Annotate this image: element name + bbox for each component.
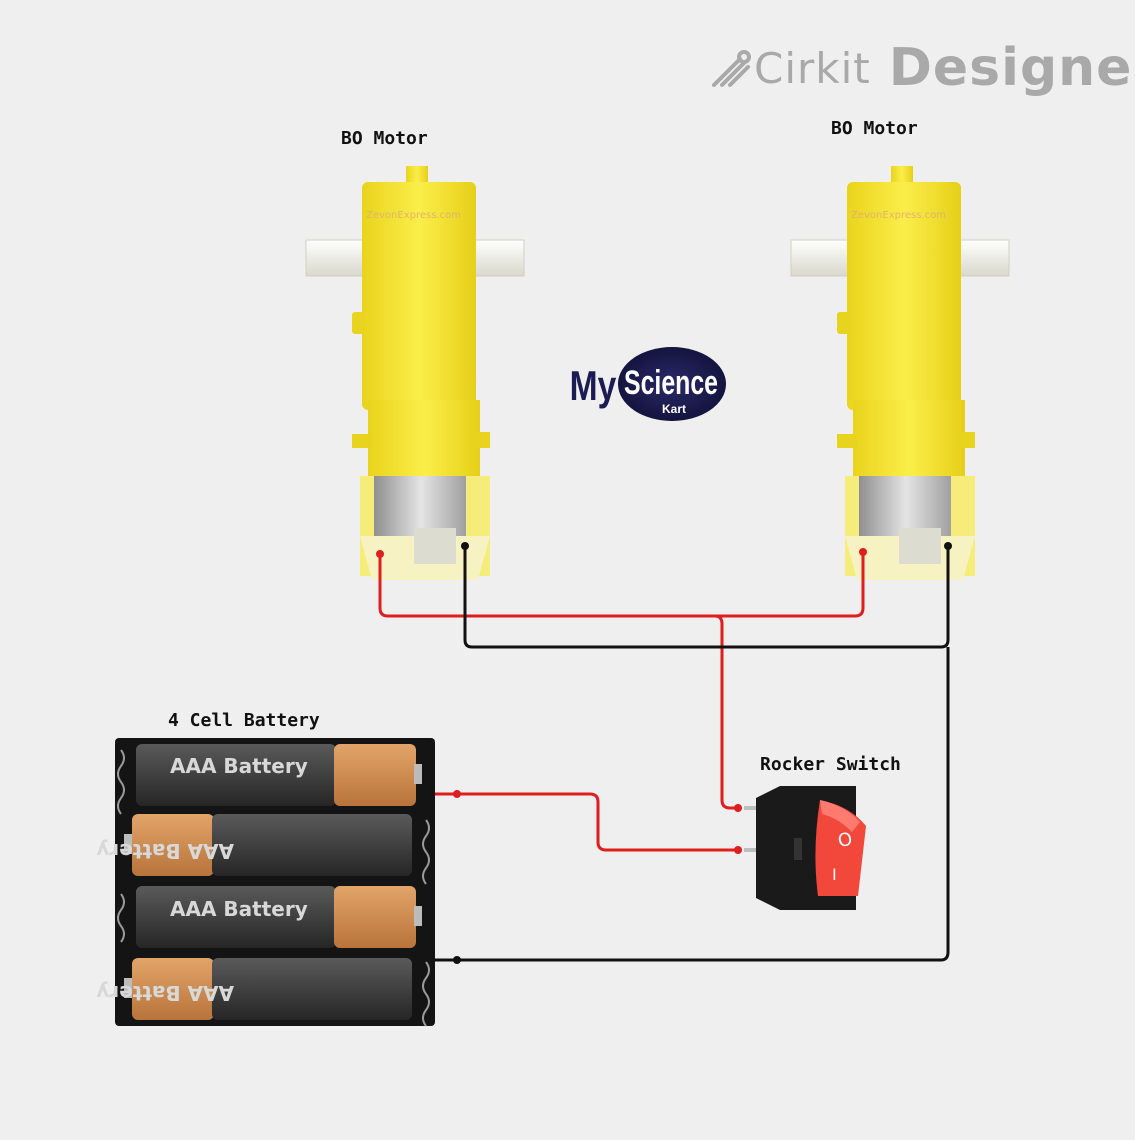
cirkit-logo-icon	[712, 50, 751, 87]
battery-cell-1: AAA Battery	[136, 744, 422, 806]
motor-left-label: BO Motor	[341, 128, 428, 149]
switch-on-mark: O	[836, 829, 854, 852]
battery-cell-2-label: AAA Battery	[96, 839, 234, 863]
logo-science: Science	[624, 364, 718, 402]
brand-name-part1: Cirkit	[754, 43, 871, 93]
cirkit-designer-brand: Cirkit Designer	[708, 36, 1135, 100]
bo-motor-left: ZevonExpress.com	[305, 166, 525, 580]
battery-pack: AAA Battery AAA Battery AAA Battery AAA …	[96, 738, 461, 1027]
battery-cell-3: AAA Battery	[136, 886, 422, 948]
myscience-kart-logo: My Science Kart	[570, 347, 726, 421]
wire-black-motors	[463, 546, 950, 649]
battery-cell-1-label: AAA Battery	[170, 754, 308, 778]
logo-kart: Kart	[662, 402, 686, 416]
wire-red-battery	[435, 792, 738, 852]
bo-motor-right: ZevonExpress.com	[790, 166, 1010, 580]
switch-off-mark: I	[832, 865, 837, 884]
motor-right-watermark: ZevonExpress.com	[851, 210, 946, 221]
motor-left-watermark: ZevonExpress.com	[366, 210, 461, 221]
switch-label: Rocker Switch	[760, 754, 901, 775]
wires	[378, 546, 950, 962]
logo-my: My	[570, 364, 617, 410]
battery-cell-3-label: AAA Battery	[170, 897, 308, 921]
battery-cell-4-label: AAA Battery	[96, 981, 234, 1005]
wire-red-motors	[378, 552, 865, 618]
battery-label: 4 Cell Battery	[168, 710, 320, 731]
brand-name-part2: Designer	[888, 38, 1135, 98]
wire-black-battery	[435, 647, 950, 962]
wire-red-to-switch	[714, 614, 738, 810]
battery-cell-2: AAA Battery	[96, 814, 412, 876]
motor-right-label: BO Motor	[831, 118, 918, 139]
battery-cell-4: AAA Battery	[96, 958, 412, 1020]
rocker-switch: O I	[734, 786, 866, 910]
